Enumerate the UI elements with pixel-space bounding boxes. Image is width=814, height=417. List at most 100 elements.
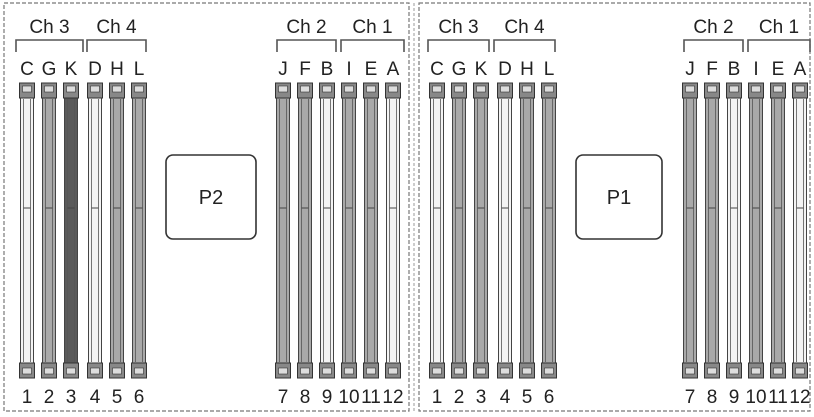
slot-letter: C (430, 59, 444, 80)
slot-latch-detail (707, 367, 717, 375)
slot-number: 1 (432, 387, 443, 408)
dimm-slot: K3 (473, 59, 489, 408)
slot-latch-detail (366, 85, 376, 93)
slot-latch-detail (322, 367, 332, 375)
channel-label: Ch 3 (29, 17, 69, 38)
channel-label: Ch 3 (438, 17, 478, 38)
slot-latch-detail (685, 367, 695, 375)
slot-letter: G (42, 59, 57, 80)
channel-bracket (86, 39, 147, 52)
channel-bracket (276, 39, 337, 52)
channel-label: Ch 1 (352, 17, 392, 38)
slot-body (474, 82, 488, 379)
slot-latch-detail (344, 367, 354, 375)
dimm-slot: D4 (87, 59, 103, 408)
channel-label: Ch 1 (759, 17, 799, 38)
slot-body (320, 82, 334, 379)
slot-body (64, 82, 78, 379)
slot-letter: D (498, 59, 512, 80)
channel-bracket (15, 39, 84, 52)
slot-number: 7 (685, 387, 696, 408)
slot-latch-detail (344, 85, 354, 93)
dimm-slot: L6 (541, 59, 557, 408)
slot-letter: I (346, 59, 351, 80)
slot-latch-detail (322, 85, 332, 93)
panel-p2 (3, 2, 410, 412)
slot-number: 10 (745, 387, 766, 408)
slot-latch-detail (300, 367, 310, 375)
slot-latch-detail (795, 85, 805, 93)
slot-latch-detail (44, 85, 54, 93)
slot-number: 6 (134, 387, 145, 408)
slot-latch-detail (278, 85, 288, 93)
slot-latch-detail (685, 85, 695, 93)
slot-number: 12 (789, 387, 810, 408)
processor-label: P2 (199, 187, 223, 209)
slot-body (727, 82, 741, 379)
slot-number: 9 (729, 387, 740, 408)
slot-latch-detail (112, 85, 122, 93)
slot-letter: H (110, 59, 124, 80)
slot-letter: C (20, 59, 34, 80)
slot-number: 2 (454, 387, 465, 408)
dimm-slot: A 12 (382, 59, 403, 408)
slot-latch-detail (44, 367, 54, 375)
slot-body (430, 82, 444, 379)
slot-body (298, 82, 312, 379)
slot-body (705, 82, 719, 379)
slot-letter: K (475, 59, 488, 80)
slot-letter: A (387, 59, 400, 80)
slot-latch-detail (66, 85, 76, 93)
slot-latch-detail (500, 367, 510, 375)
slot-number: 8 (707, 387, 718, 408)
dimm-slot: C1 (429, 59, 445, 408)
dimm-slot: B9 (726, 59, 742, 408)
slot-latch-detail (134, 85, 144, 93)
channel-label: Ch 4 (504, 17, 545, 38)
dimm-slot: J7 (682, 59, 698, 408)
slot-latch-detail (454, 85, 464, 93)
slot-latch-detail (432, 85, 442, 93)
slot-latch-detail (751, 85, 761, 93)
slot-number: 4 (90, 387, 101, 408)
dimm-slot: H5 (519, 59, 535, 408)
slot-latch-detail (729, 367, 739, 375)
slot-number: 5 (522, 387, 533, 408)
channel-label: Ch 2 (286, 17, 326, 38)
slot-letter: E (772, 59, 785, 80)
dimm-slot: K3 (63, 59, 79, 408)
slot-number: 9 (322, 387, 333, 408)
slot-number: 6 (544, 387, 555, 408)
slot-latch-detail (773, 367, 783, 375)
slot-latch-detail (388, 85, 398, 93)
slot-latch-detail (544, 85, 554, 93)
slot-body (793, 82, 807, 379)
channel-label: Ch 2 (693, 17, 733, 38)
slot-latch-detail (388, 367, 398, 375)
dimm-slot: I10 (338, 59, 359, 408)
processor-box (165, 154, 257, 240)
channel-bracket (493, 39, 556, 52)
slot-letter: B (728, 59, 741, 80)
slot-body (20, 82, 34, 379)
slot-latch-detail (432, 367, 442, 375)
slot-body (386, 82, 400, 379)
channel-bracket (747, 39, 811, 52)
slot-body (42, 82, 56, 379)
slot-latch-detail (112, 367, 122, 375)
slot-number: 12 (382, 387, 403, 408)
slot-latch-detail (729, 85, 739, 93)
slot-number: 3 (66, 387, 77, 408)
dimm-slot: F8 (297, 59, 313, 408)
slot-number: 8 (300, 387, 311, 408)
channel-bracket (683, 39, 744, 52)
slot-latch-detail (90, 85, 100, 93)
slot-body (364, 82, 378, 379)
processor-label: P1 (607, 187, 631, 209)
processor-box (575, 154, 663, 240)
slot-number: 7 (278, 387, 289, 408)
slot-letter: J (278, 59, 288, 80)
slot-letter: L (544, 59, 555, 80)
